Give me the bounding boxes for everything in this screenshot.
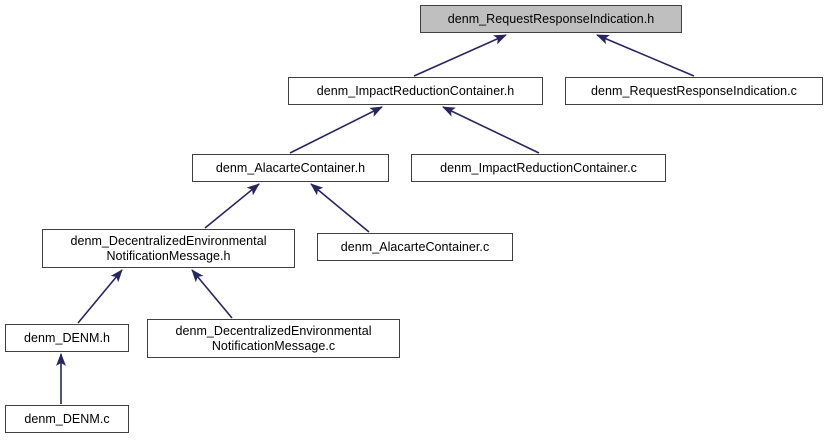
graph-node-req_h[interactable]: denm_RequestResponseIndication.h (420, 5, 682, 33)
graph-node-alacarte_c[interactable]: denm_AlacarteContainer.c (317, 233, 513, 261)
graph-node-label: denm_ImpactReductionContainer.c (440, 160, 637, 175)
graph-node-label: denm_RequestResponseIndication.h (447, 11, 655, 26)
graph-node-label: denm_DENM.c (24, 411, 110, 426)
graph-edge-impact_c-to-impact_h (442, 106, 540, 154)
graph-node-label: denm_RequestResponseIndication.c (591, 83, 797, 98)
graph-node-impact_h[interactable]: denm_ImpactReductionContainer.h (288, 77, 543, 105)
graph-edge-denm_msg_c-to-denm_msg_h (191, 269, 233, 319)
graph-node-label: denm_ImpactReductionContainer.h (316, 83, 515, 98)
graph-node-impact_c[interactable]: denm_ImpactReductionContainer.c (411, 154, 666, 182)
graph-node-req_c[interactable]: denm_RequestResponseIndication.c (565, 77, 823, 105)
graph-node-label: denm_AlacarteContainer.c (340, 239, 490, 254)
graph-edge-req_c-to-req_h (596, 34, 695, 77)
graph-node-denm_h[interactable]: denm_DENM.h (5, 324, 129, 352)
graph-node-denm_msg_h[interactable]: denm_DecentralizedEnvironmental Notifica… (42, 229, 295, 268)
graph-node-denm_c[interactable]: denm_DENM.c (5, 405, 129, 433)
graph-node-label: denm_DecentralizedEnvironmental Notifica… (70, 233, 267, 263)
graph-edge-denm_h-to-denm_msg_h (77, 269, 123, 324)
graph-edge-alacarte_h-to-impact_h (289, 106, 383, 154)
graph-edge-denm_msg_h-to-alacarte_h (204, 183, 260, 229)
graph-node-label: denm_AlacarteContainer.h (215, 160, 366, 175)
graph-node-denm_msg_c[interactable]: denm_DecentralizedEnvironmental Notifica… (147, 319, 400, 358)
graph-edge-alacarte_c-to-alacarte_h (310, 183, 370, 233)
graph-node-label: denm_DENM.h (24, 330, 110, 345)
graph-node-alacarte_h[interactable]: denm_AlacarteContainer.h (192, 154, 389, 182)
graph-node-label: denm_DecentralizedEnvironmental Notifica… (175, 323, 372, 353)
graph-edge-impact_h-to-req_h (413, 34, 507, 77)
